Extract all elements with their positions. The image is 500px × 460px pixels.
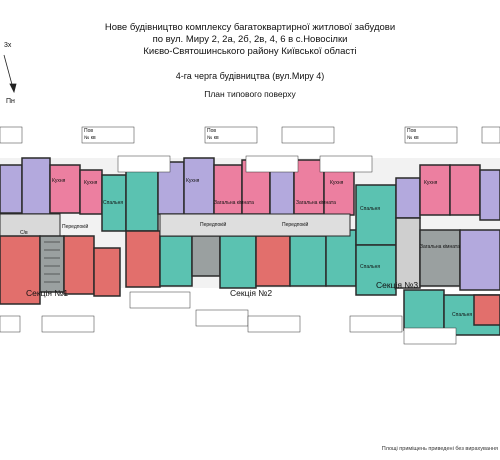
room-label-bedroom: Спальня (360, 264, 381, 270)
stage-title: 4-га черга будівництва (вул.Миру 4) (175, 71, 325, 81)
footnote: Площі приміщень приведені без вирахуванн… (381, 446, 498, 452)
section-label-3: Секція №3 (376, 280, 419, 290)
room-label-hall: Передпокій (282, 222, 309, 228)
corner-label: 3х (4, 42, 12, 49)
section-1-plan (0, 157, 127, 305)
apartment-tables-bottom (0, 291, 457, 345)
table-label-row2: № кв (84, 135, 96, 141)
plan-title: План типового поверху (204, 89, 296, 99)
room-label-living: Загальна кімната (214, 200, 254, 206)
room-label-kitchen: Кухня (424, 180, 438, 186)
table-label-row2: № кв (207, 135, 219, 141)
room-label-hall: Передпокій (200, 222, 227, 228)
section-3-plan (355, 164, 500, 336)
room-label-living: Загальна кімната (420, 244, 460, 250)
apartment-tables-top (0, 126, 500, 173)
title-line-1: Нове будівництво комплексу багатоквартир… (104, 22, 396, 33)
title-line-2: по вул. Миру 2, 2а, 2б, 2в, 4, 6 в с.Нов… (152, 34, 348, 45)
section-label-2: Секція №2 (230, 288, 273, 298)
room-label-kitchen: Кухня (52, 178, 66, 184)
table-label-row1: Пов (84, 128, 94, 134)
room-label-bedroom: Спальня (103, 200, 124, 206)
table-label-row1: Пов (207, 128, 217, 134)
room-label-bath: С/в (20, 230, 28, 236)
north-arrow-icon (3, 54, 17, 94)
room-label-hall: Передпокій (62, 224, 89, 230)
room-label-kitchen: Кухня (330, 180, 344, 186)
room-label-kitchen: Кухня (84, 180, 98, 186)
room-label-living: Загальна кімната (296, 200, 336, 206)
north-label: Пн (6, 98, 15, 105)
room-label-bedroom: Спальня (452, 312, 473, 318)
section-label-1: Секція №1 (26, 288, 69, 298)
room-label-bedroom: Спальня (360, 206, 381, 212)
title-line-3: Києво-Святошинського району Київської об… (143, 46, 357, 57)
section-2-plan (125, 157, 357, 289)
room-label-kitchen: Кухня (186, 178, 200, 184)
table-label-row2: № кв (407, 135, 419, 141)
table-label-row1: Пов (407, 128, 417, 134)
